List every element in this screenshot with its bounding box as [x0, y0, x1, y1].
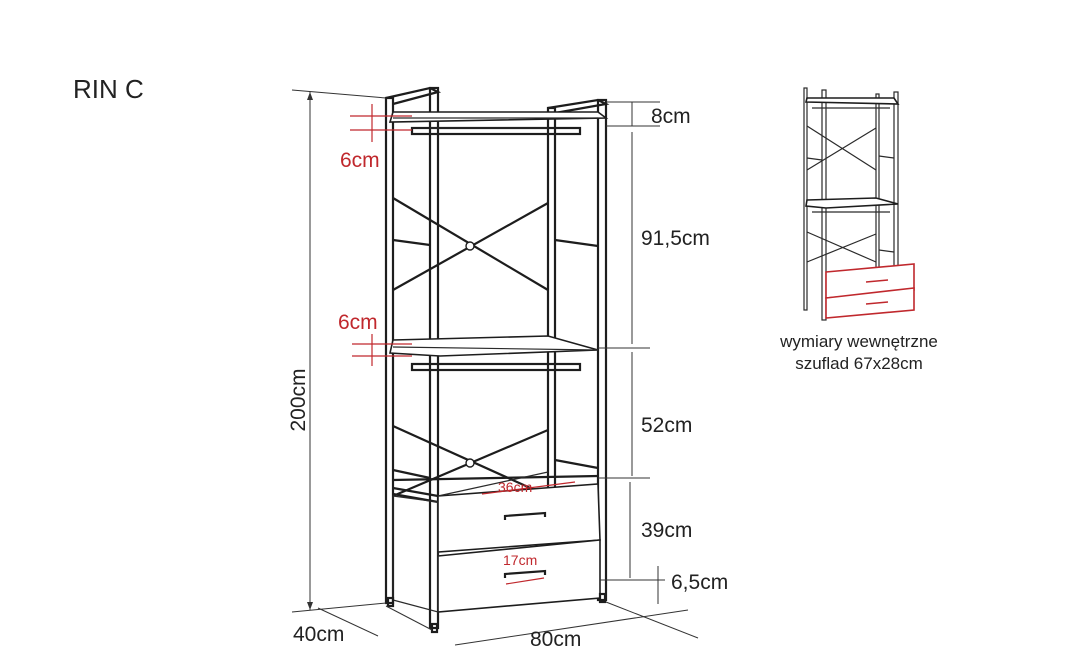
lower-drawer-handle: [503, 569, 547, 578]
height-label: 200cm: [287, 368, 310, 431]
handle-width-label: 17cm: [503, 552, 537, 568]
base-gap-label: 6,5cm: [671, 571, 728, 594]
product-title: RIN C: [73, 74, 144, 104]
wardrobe-frame: [384, 86, 610, 634]
depth-label: 40cm: [293, 623, 344, 646]
rail-offset-mid-label: 6cm: [338, 311, 378, 334]
left-side-panel: [392, 495, 439, 613]
middle-shelf: [389, 335, 599, 357]
rail-offset-top-label: 6cm: [340, 149, 380, 172]
top-left-frame: [385, 86, 442, 106]
middle-hanging-rail: [410, 362, 582, 372]
width-label: 80cm: [530, 628, 581, 651]
upper-section-label: 91,5cm: [641, 227, 710, 250]
top-right-frame: [547, 98, 610, 115]
drawer-depth-label: 36cm: [498, 479, 532, 495]
front-left-post: [428, 86, 440, 630]
inset-note-line2: szuflad 67x28cm: [795, 354, 923, 373]
inset-note-line1: wymiary wewnętrzne: [779, 332, 938, 351]
top-gap-label: 8cm: [651, 105, 691, 128]
upper-drawer-handle: [503, 511, 547, 520]
middle-section-label: 52cm: [641, 414, 692, 437]
top-shelf: [388, 111, 609, 123]
dimension-lines: [291, 89, 699, 646]
inset-drawing: [803, 87, 915, 321]
drawer-section-label: 39cm: [641, 519, 692, 542]
